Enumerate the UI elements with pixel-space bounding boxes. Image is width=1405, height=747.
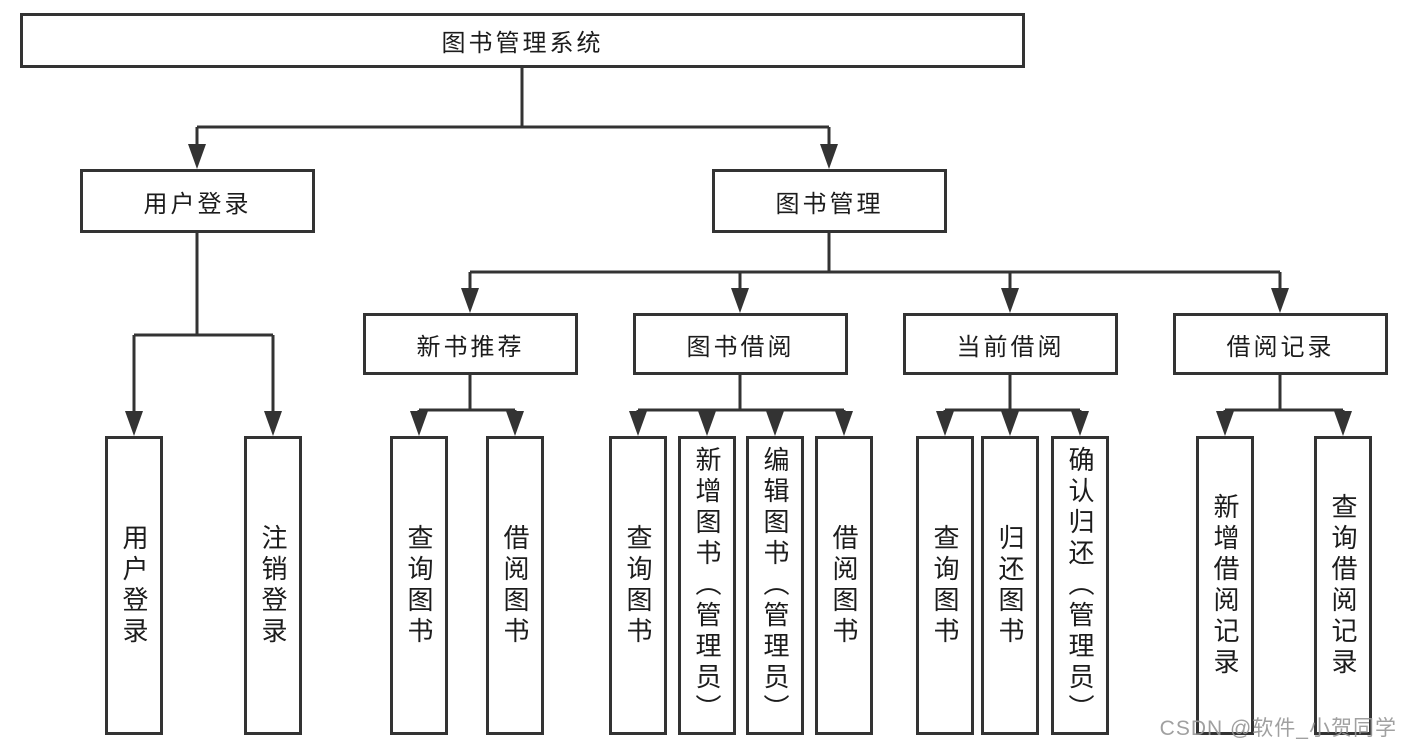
leaf-nbr-borrow-books: 借阅图书 (486, 436, 544, 735)
leaf-logout: 注销登录 (244, 436, 302, 735)
leaf-label: 新增图书（管理员） (692, 446, 722, 725)
leaf-label: 用户登录 (119, 523, 149, 648)
leaf-cb-return-books: 归还图书 (981, 436, 1039, 735)
leaf-label: 查询图书 (623, 523, 653, 648)
arrowheads (125, 144, 1352, 436)
leaf-label: 编辑图书（管理员） (760, 446, 790, 725)
node-borrowing-records: 借阅记录 (1173, 313, 1388, 375)
leaf-bb-edit-books-admin: 编辑图书（管理员） (746, 436, 804, 735)
node-new-book-recommendation: 新书推荐 (363, 313, 578, 375)
leaf-label: 借阅图书 (500, 523, 530, 648)
leaf-label: 注销登录 (258, 523, 288, 648)
csdn-watermark: CSDN @软件_小贺同学 (1159, 717, 1397, 740)
node-book-borrowing: 图书借阅 (633, 313, 848, 375)
leaf-br-query-record: 查询借阅记录 (1314, 436, 1372, 735)
node-library-management-system: 图书管理系统 (20, 13, 1025, 68)
leaf-bb-query-books: 查询图书 (609, 436, 667, 735)
leaf-nbr-query-books: 查询图书 (390, 436, 448, 735)
leaf-label: 查询图书 (930, 523, 960, 648)
leaf-label: 归还图书 (995, 523, 1025, 648)
leaf-br-add-record: 新增借阅记录 (1196, 436, 1254, 735)
leaf-cb-confirm-return-admin: 确认归还（管理员） (1051, 436, 1109, 735)
leaf-user-login: 用户登录 (105, 436, 163, 735)
leaf-bb-add-books-admin: 新增图书（管理员） (678, 436, 736, 735)
node-current-borrowing: 当前借阅 (903, 313, 1118, 375)
leaf-label: 确认归还（管理员） (1065, 446, 1095, 725)
leaf-bb-borrow-books: 借阅图书 (815, 436, 873, 735)
node-user-login: 用户登录 (80, 169, 315, 233)
leaf-label: 查询借阅记录 (1328, 492, 1358, 679)
leaf-label: 查询图书 (404, 523, 434, 648)
leaf-label: 借阅图书 (829, 523, 859, 648)
leaf-label: 新增借阅记录 (1210, 492, 1240, 679)
node-book-management: 图书管理 (712, 169, 947, 233)
leaf-cb-query-books: 查询图书 (916, 436, 974, 735)
